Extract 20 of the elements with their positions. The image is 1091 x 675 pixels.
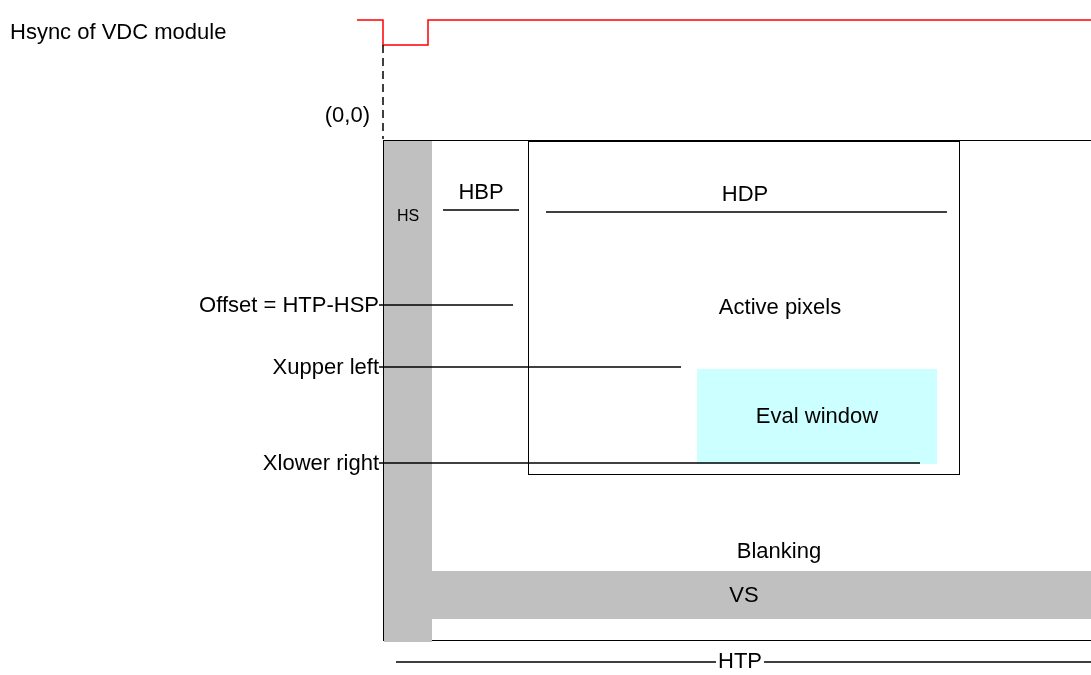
- leader-label: Xlower right: [262, 451, 379, 476]
- text-label: (0,0): [324, 103, 370, 128]
- box-label: HS: [396, 207, 420, 225]
- sync-bar: [432, 571, 1091, 619]
- leader-label: Offset = HTP-HSP: [199, 293, 379, 318]
- box-label: Eval window: [755, 403, 879, 429]
- leader-label: Xupper left: [272, 355, 379, 380]
- leader-line: [378, 462, 921, 464]
- frame-box: [383, 140, 1091, 641]
- text-label: Hsync of VDC module: [10, 20, 227, 45]
- box-label: VS: [729, 582, 759, 608]
- sync-bar: [384, 141, 432, 642]
- leader-line: [378, 304, 514, 306]
- box-label: Blanking: [736, 538, 822, 564]
- box-label: Active pixels: [718, 294, 842, 320]
- dimension-label: HDP: [721, 181, 769, 207]
- leader-line: [378, 366, 682, 368]
- dimension-label: HBP: [458, 179, 504, 205]
- eval-window-box: [697, 369, 937, 464]
- active-area-box: [528, 141, 960, 475]
